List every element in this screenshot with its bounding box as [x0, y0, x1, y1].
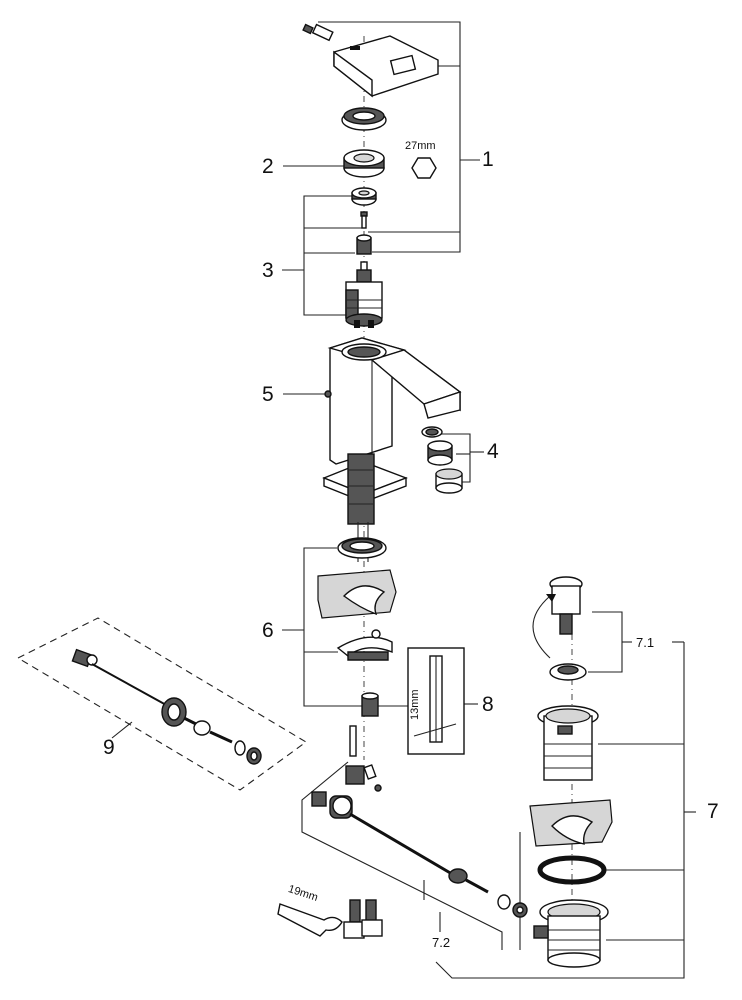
callout-7-1: 7.1	[636, 635, 655, 650]
cap-ring	[341, 107, 387, 131]
callout-8: 8	[482, 693, 494, 716]
lever-handle	[333, 35, 439, 98]
callout-leaders	[111, 21, 696, 979]
hex-key-size-label: 13mm	[409, 689, 421, 720]
threaded-stud	[347, 453, 375, 562]
callout-9: 9	[103, 736, 115, 759]
callout-3: 3	[262, 259, 274, 282]
hose-connectors	[343, 899, 383, 939]
callout-5: 5	[262, 383, 274, 406]
callout-2: 2	[262, 155, 274, 178]
hex-nut-size-label: 27mm	[405, 140, 436, 152]
pivot-nut	[311, 791, 353, 819]
rod-seals	[497, 894, 528, 918]
fixing-ring	[337, 537, 387, 559]
waste-body	[537, 705, 599, 781]
small-screw	[360, 211, 368, 229]
popup-plug	[549, 576, 583, 635]
faucet-body	[324, 337, 462, 468]
basin-section	[529, 799, 613, 847]
callout-1: 1	[482, 148, 494, 171]
cartridge	[345, 261, 383, 328]
adapter	[356, 234, 372, 255]
aerator-washer	[421, 426, 443, 438]
pivot-rod	[349, 812, 489, 894]
callout-7: 7	[707, 800, 719, 823]
waste-kit-box	[16, 617, 307, 791]
callout-4: 4	[487, 440, 499, 463]
gasket	[537, 855, 607, 885]
wrench-tool	[277, 903, 343, 937]
hex-nut-size-symbol	[411, 157, 437, 179]
small-nut	[351, 187, 377, 206]
grub-screw	[302, 23, 334, 42]
callout-7-2: 7.2	[432, 935, 451, 950]
callout-6: 6	[262, 619, 274, 642]
plug-seal	[549, 663, 587, 681]
waste-kit-parts	[71, 648, 262, 765]
tailpiece	[533, 899, 609, 968]
lift-rod	[349, 725, 357, 757]
rotation-arrow	[532, 594, 556, 659]
aerator-housing	[435, 468, 463, 494]
clevis-clamp	[345, 764, 382, 792]
counter-top-section	[317, 569, 397, 619]
threaded-nut	[361, 692, 379, 717]
locking-nut	[343, 149, 385, 178]
aerator-insert	[427, 440, 453, 466]
fixing-clamp	[336, 629, 393, 661]
hex-key-panel	[407, 647, 465, 755]
